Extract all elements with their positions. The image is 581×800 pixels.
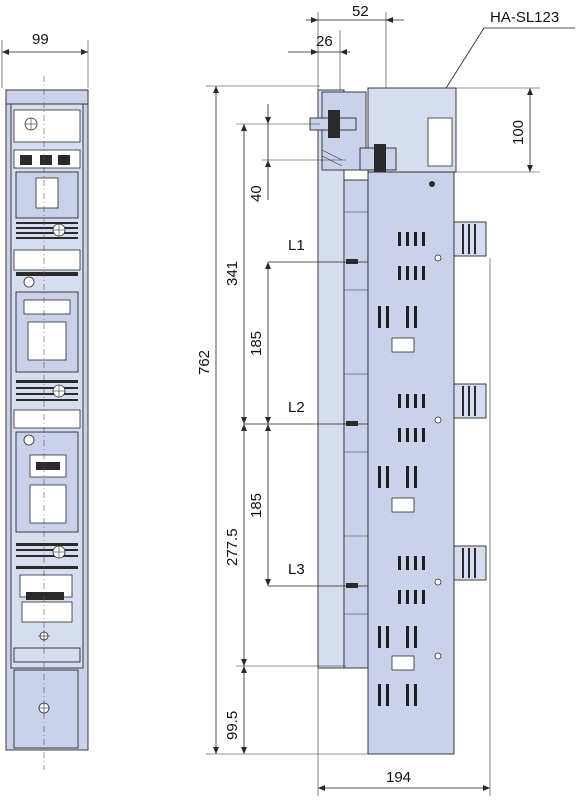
height-100-label: 100 [510, 120, 527, 145]
phase-l3-label: L3 [288, 561, 305, 578]
handle-top [453, 221, 487, 257]
front-width-label: 99 [32, 31, 49, 48]
front-view: 99 [1, 31, 89, 770]
phase-l2-label: L2 [288, 399, 305, 416]
vent-slots [378, 232, 425, 706]
handle-bottom [453, 545, 487, 581]
side-view: 52 26 HA-SL123 100 [196, 3, 575, 796]
bottom-width-label: 194 [386, 769, 411, 786]
top-52-label: 52 [352, 3, 369, 20]
dim-341-label: 341 [224, 261, 241, 286]
ribs-top [16, 222, 78, 239]
model-label: HA-SL123 [490, 9, 559, 26]
dim-99-5-label: 99.5 [224, 711, 241, 740]
handle-mid [453, 383, 487, 419]
top-26-label: 26 [316, 33, 333, 50]
dim-40-label: 40 [248, 185, 265, 202]
phase-l1-label: L1 [288, 237, 305, 254]
dim-185a-label: 185 [248, 331, 265, 356]
dim-277-5-label: 277.5 [224, 528, 241, 566]
dim-185b-label: 185 [248, 493, 265, 518]
dim-762-label: 762 [196, 350, 213, 375]
